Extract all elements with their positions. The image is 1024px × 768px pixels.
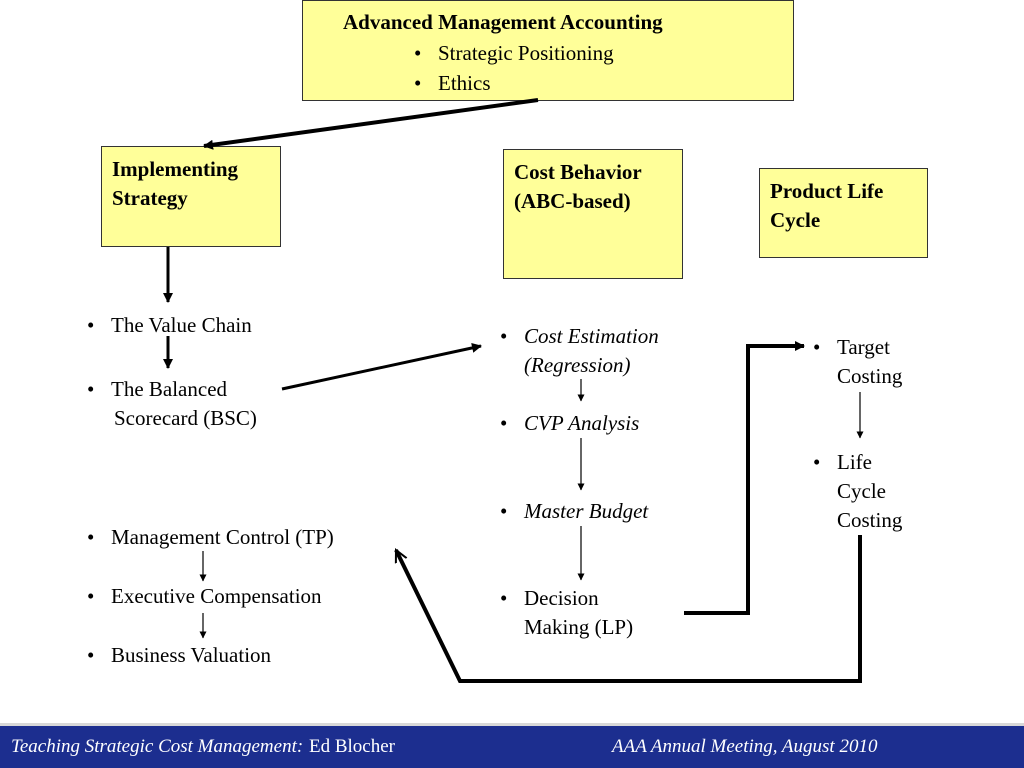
footer-author: Ed Blocher [309,736,396,757]
bullet-text: CVP Analysis [524,411,640,435]
bullet-text: Master Budget [524,499,649,523]
target-costing-continuation: Costing [837,364,903,388]
cost-estimation-continuation: (Regression) [524,353,631,377]
bsc-continuation: Scorecard (BSC) [114,406,257,430]
bullet-icon: • [414,71,422,95]
bullet-icon: • [414,41,422,65]
bullet-text: Business Valuation [111,643,272,667]
bullet-text: Strategic Positioning [438,41,614,65]
bullet-text: Executive Compensation [111,584,322,608]
bullet-icon: • [87,525,95,549]
bullet-icon: • [500,324,508,348]
cost-behavior-box: Cost Behavior (ABC-based) [503,149,683,279]
footer-bar: Teaching Strategic Cost Management: Ed B… [0,723,1024,768]
arrow-decision-to-target [684,341,805,615]
bullet-icon: • [500,499,508,523]
implementing-line1: Implementing [112,157,238,181]
bullet-icon: • [87,377,95,401]
footer-event: AAA Annual Meeting, August 2010 [612,736,878,757]
bullet-text: The Value Chain [111,313,252,337]
cost-behavior-line1: Cost Behavior [514,160,642,184]
product-life-cycle-box: Product Life Cycle [759,168,928,258]
bullet-icon: • [500,586,508,610]
bullet-text: Decision [524,586,599,610]
bullet-icon: • [813,450,821,474]
implementing-strategy-box: Implementing Strategy [101,146,281,247]
arrow-life-cycle-to-mgmt-control [394,535,862,683]
life-cycle-continuation-2: Costing [837,508,903,532]
decision-making-continuation: Making (LP) [524,615,634,639]
bullet-text: Life [837,450,872,474]
bullet-icon: • [87,643,95,667]
bullet-text: Ethics [438,71,491,95]
footer-title: Teaching Strategic Cost Management: [11,736,304,757]
top-box-title: Advanced Management Accounting [343,10,663,34]
life-cycle-continuation-1: Cycle [837,479,886,503]
bullet-text: Management Control (TP) [111,525,334,549]
bullet-icon: • [87,584,95,608]
plc-line1: Product Life [770,179,884,203]
bullet-text: Target [837,335,890,359]
cost-behavior-line2: (ABC-based) [514,189,631,213]
arrow-top-to-implementing [203,98,539,150]
bullet-text: The Balanced [111,377,228,401]
bullet-icon: • [813,335,821,359]
plc-line2: Cycle [770,208,821,232]
bullet-text: Cost Estimation [524,324,659,348]
implementing-line2: Strategy [112,186,188,210]
bullet-icon: • [87,313,95,337]
bullet-icon: • [500,411,508,435]
top-box: Advanced Management Accounting • Strateg… [302,0,794,101]
arrow-bsc-to-cost-estimation [281,343,482,391]
